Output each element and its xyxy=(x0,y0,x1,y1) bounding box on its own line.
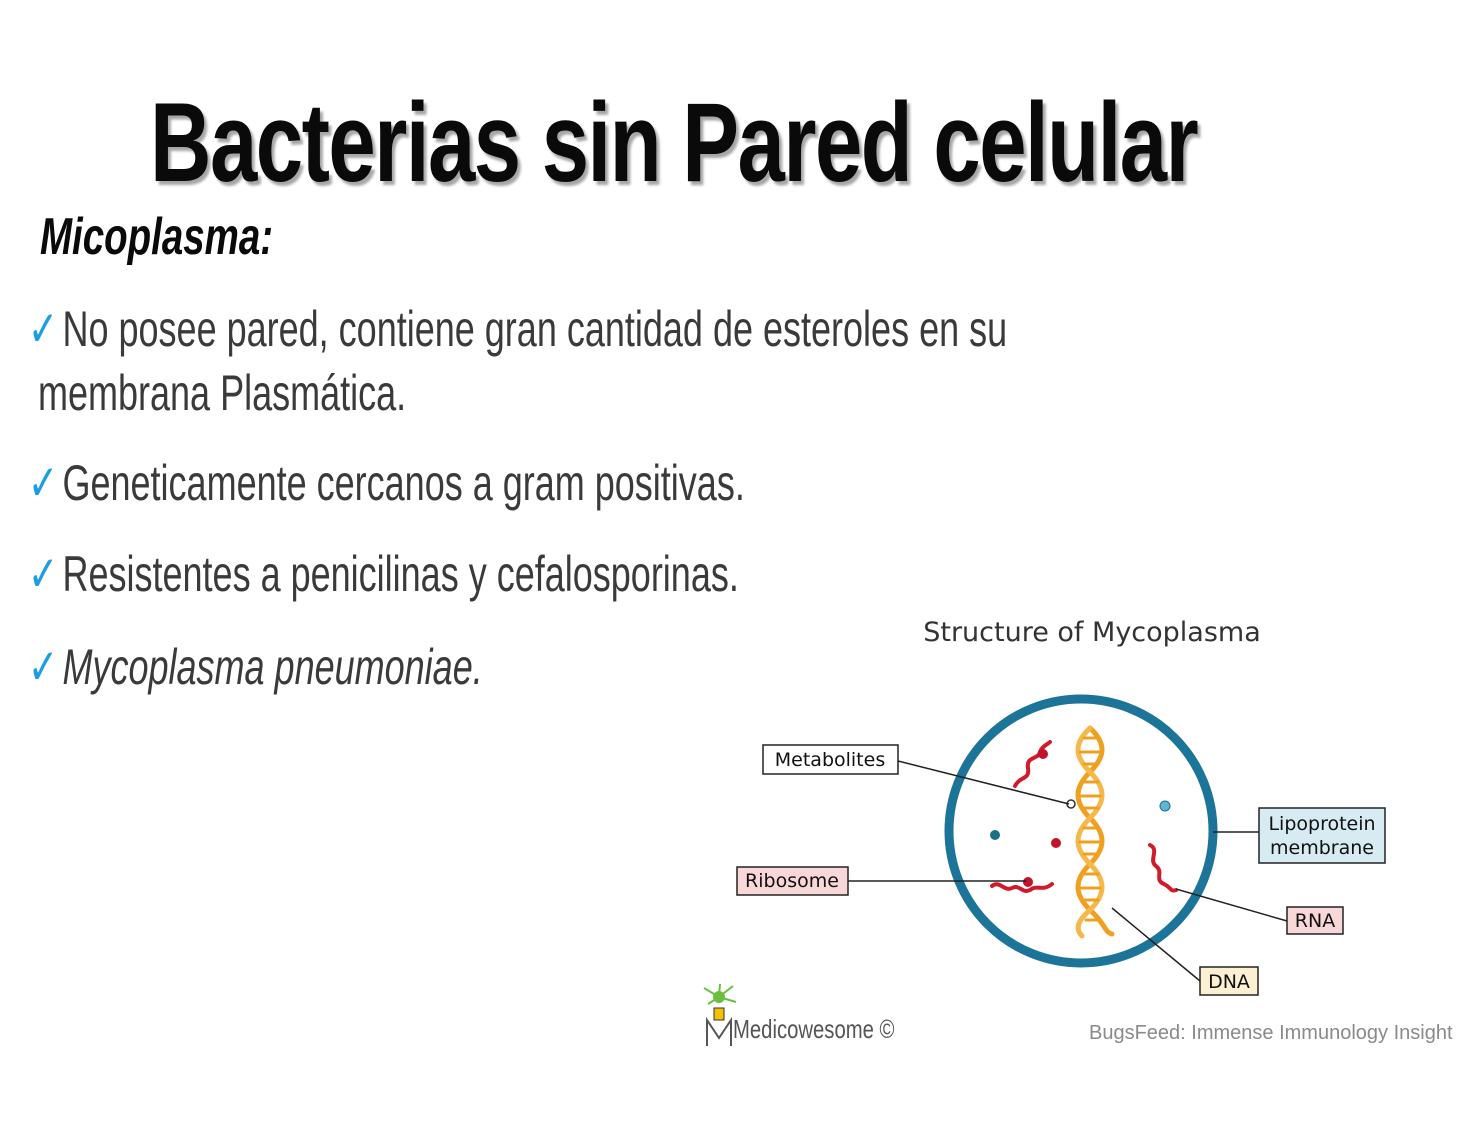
dna-helix xyxy=(1075,725,1115,939)
checkmark-icon: ✓ xyxy=(28,546,59,602)
bullet-4-text: Mycoplasma pneumoniae. xyxy=(62,639,483,695)
rna-strand xyxy=(990,882,1054,893)
bullet-1-text: No posee pared, contiene gran cantidad d… xyxy=(62,301,1008,357)
bullet-4: ✓Mycoplasma pneumoniae. xyxy=(28,636,483,698)
rna-strand xyxy=(1013,740,1052,788)
ribosome-dot xyxy=(1023,877,1033,887)
bullet-3: ✓Resistentes a penicilinas y cefalospori… xyxy=(28,543,739,605)
svg-text:Lipoprotein: Lipoprotein xyxy=(1268,813,1375,835)
ribosome-dot xyxy=(1051,838,1061,848)
label-ribosome: Ribosome xyxy=(736,866,849,896)
svg-text:Ribosome: Ribosome xyxy=(745,870,839,892)
diagram-title: Structure of Mycoplasma xyxy=(923,617,1261,648)
metabolite-dot xyxy=(1159,800,1171,812)
label-metabolites: Metabolites xyxy=(762,744,899,775)
rna-strand xyxy=(1148,843,1178,893)
source-credit: BugsFeed: Immense Immunology Insight xyxy=(1089,1022,1453,1044)
svg-text:RNA: RNA xyxy=(1295,910,1335,932)
label-lipoprotein-membrane: Lipoprotein membrane xyxy=(1258,807,1386,864)
checkmark-icon: ✓ xyxy=(28,455,59,511)
page-title: Bacterias sin Pared celular xyxy=(150,80,1199,205)
bullet-2-text: Geneticamente cercanos a gram positivas. xyxy=(62,455,745,511)
checkmark-icon: ✓ xyxy=(28,639,59,695)
neuron-logo-icon xyxy=(703,983,737,1046)
subtitle: Micoplasma: xyxy=(40,208,274,266)
label-dna: DNA xyxy=(1199,966,1259,996)
label-rna: RNA xyxy=(1286,906,1344,935)
bullet-3-text: Resistentes a penicilinas y cefalosporin… xyxy=(62,546,739,602)
svg-text:membrane: membrane xyxy=(1270,837,1374,859)
bullet-2: ✓Geneticamente cercanos a gram positivas… xyxy=(28,452,745,514)
metabolite-dot xyxy=(990,830,1000,840)
ribosome-dot xyxy=(1038,749,1048,759)
leader-lines xyxy=(848,760,1288,982)
bullet-1-text-line2: membrana Plasmática. xyxy=(38,365,407,421)
svg-text:DNA: DNA xyxy=(1208,971,1250,993)
checkmark-icon: ✓ xyxy=(28,301,59,357)
svg-text:Metabolites: Metabolites xyxy=(775,749,885,771)
bullet-1: ✓No posee pared, contiene gran cantidad … xyxy=(28,298,1007,360)
medicowesome-credit: Medicowesome © xyxy=(733,1014,895,1044)
